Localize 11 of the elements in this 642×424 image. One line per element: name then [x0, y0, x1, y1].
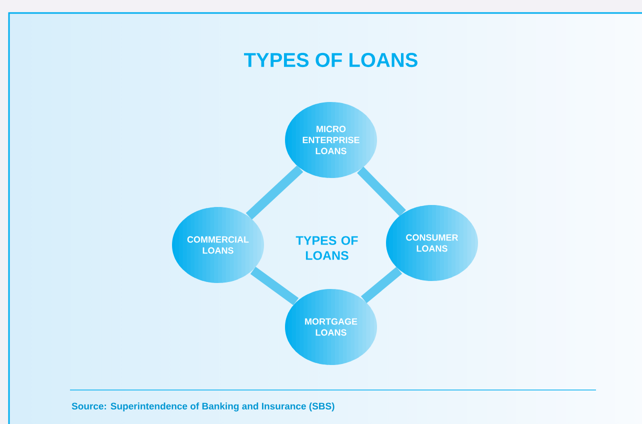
connector-bar — [357, 166, 406, 216]
connector-bar — [246, 165, 304, 220]
node-label: COMMERCIAL LOANS — [187, 236, 249, 254]
node-label: MICRO ENTERPRISE LOANS — [302, 126, 360, 154]
node-label: MORTGAGE LOANS — [305, 318, 358, 336]
source-note: Source: Superintendence of Banking and Insurance (SBS) — [72, 402, 334, 412]
node-label: CONSUMER LOANS — [406, 234, 458, 252]
center-label: TYPES OF LOANS — [296, 236, 358, 260]
title: TYPES OF LOANS — [244, 52, 418, 68]
connector-bar — [360, 266, 402, 304]
connector-bar — [250, 266, 299, 306]
